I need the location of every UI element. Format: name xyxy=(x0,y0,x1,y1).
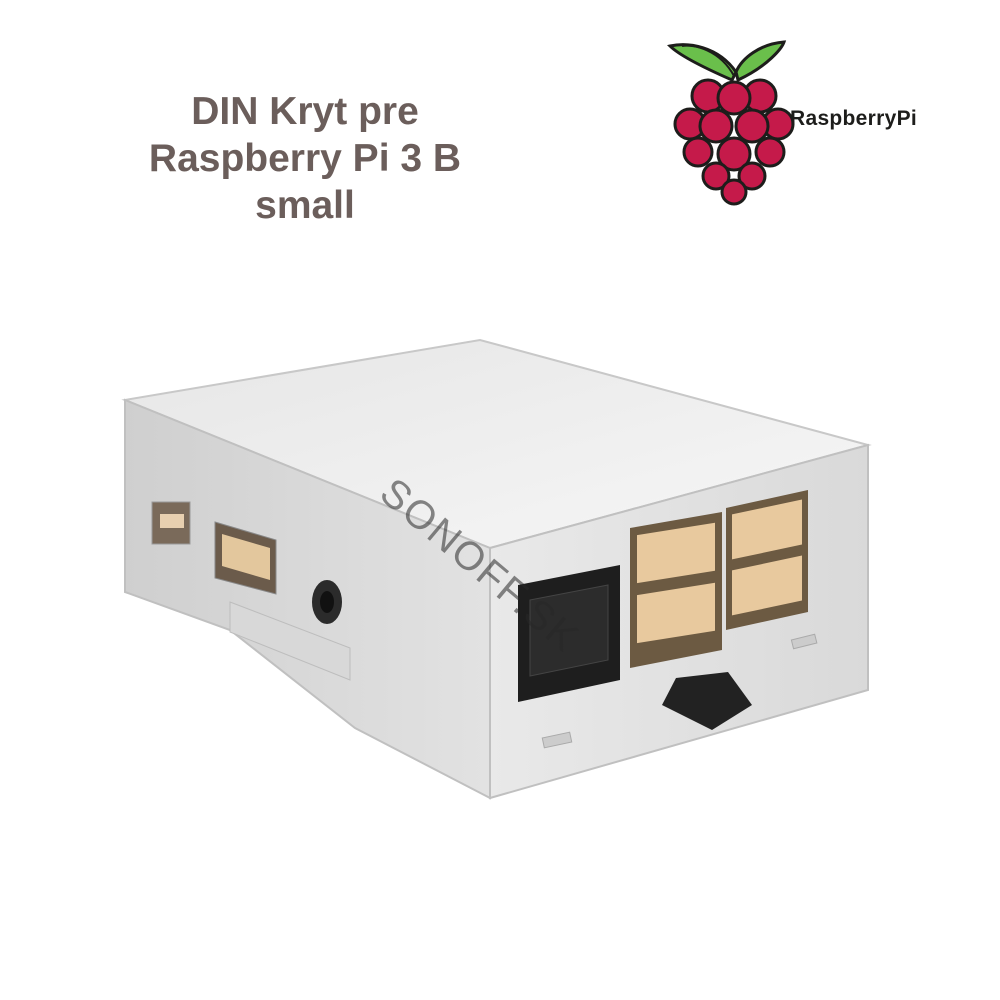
raspberry-pi-logo-icon xyxy=(667,40,795,206)
product-title: DIN Kryt pre Raspberry Pi 3 B small xyxy=(90,88,520,229)
logo-text: RaspberryPi xyxy=(790,107,918,130)
title-line-1: DIN Kryt pre xyxy=(191,90,419,133)
title-line-3: small xyxy=(255,184,355,227)
title-line-2: Raspberry Pi 3 B xyxy=(148,137,462,180)
